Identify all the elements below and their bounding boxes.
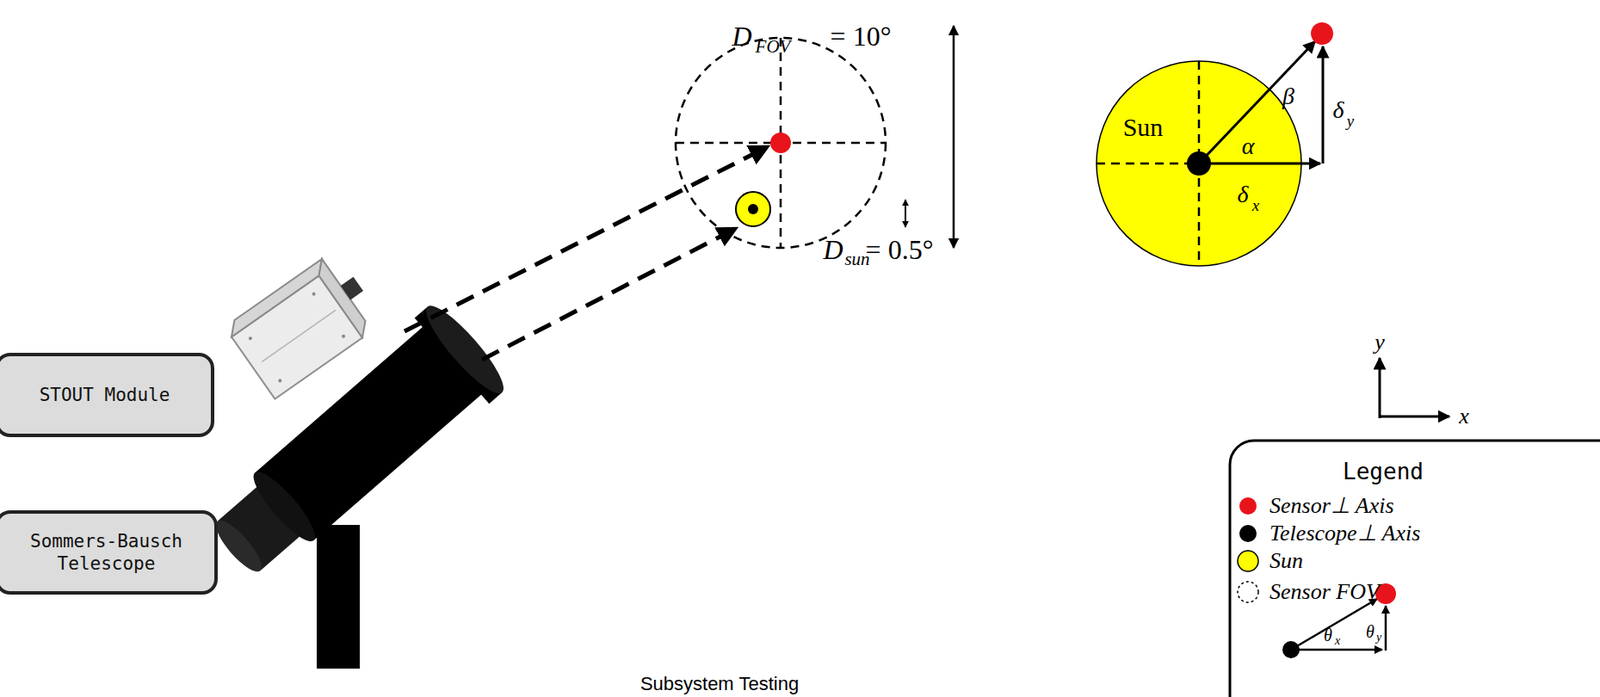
legend-swatch (1235, 579, 1261, 606)
telescope-sight-line (481, 228, 737, 360)
figure-caption: Subsystem Testing (640, 674, 799, 694)
math-label: y (1376, 631, 1382, 644)
math-label: β (1282, 84, 1295, 109)
legend-swatch (1235, 493, 1261, 519)
math-label: D (731, 22, 752, 50)
math-label: Sun (1123, 114, 1164, 141)
sun-detail (1096, 22, 1334, 266)
legend-text: Sensor⊥ Axis (1269, 494, 1395, 518)
legend-frame (1229, 440, 1600, 697)
math-label: = 10° (830, 22, 892, 50)
box-label: Sommers-Bausch Telescope (0, 530, 215, 576)
legend-swatch (1235, 548, 1261, 575)
math-label: δ (1332, 98, 1344, 123)
telescope-stand (316, 525, 360, 669)
sensor-fov (675, 37, 886, 248)
legend-entry: Telescope⊥ Axis (1235, 520, 1421, 547)
legend-entry: Sensor⊥ Axis (1235, 493, 1395, 519)
stout-module-illustration (224, 250, 385, 400)
sun-dimension-arrow (904, 199, 907, 228)
box-label: STOUT Module (27, 383, 183, 407)
legend-text: Sensor FOV (1269, 580, 1380, 604)
math-label: x (1458, 405, 1470, 428)
legend-entry: Sun (1235, 548, 1304, 575)
legend-swatch (1235, 520, 1261, 547)
math-label: θ (1365, 623, 1375, 641)
math-label: FOV (755, 37, 791, 56)
math-label: δ (1236, 182, 1248, 207)
legend-title: Legend (1342, 460, 1424, 483)
legend-text: Telescope⊥ Axis (1269, 522, 1421, 545)
math-label: α (1241, 134, 1255, 159)
axes (1378, 358, 1450, 419)
math-label: y (1346, 112, 1354, 130)
math-label: θ (1323, 626, 1333, 644)
math-label: x (1334, 635, 1341, 648)
legend-entry: Sensor FOV (1235, 579, 1380, 606)
math-label: y (1374, 331, 1385, 354)
math-label: x (1252, 197, 1260, 214)
math-label: D (822, 235, 843, 264)
fov-dimension-arrow (952, 25, 956, 248)
legend-text: Sun (1269, 549, 1304, 573)
label-box: STOUT Module (0, 352, 215, 438)
label-box: Sommers-Bausch Telescope (0, 510, 218, 595)
math-label: = 0.5° (865, 235, 934, 264)
